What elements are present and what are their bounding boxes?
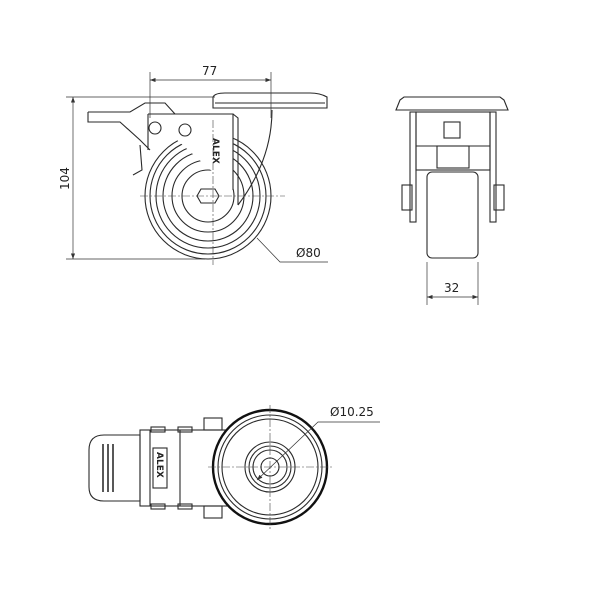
top-logo: ALEX <box>154 452 164 478</box>
side-fork: ALEX <box>87 92 328 206</box>
front-wheel <box>426 171 479 259</box>
top-view: ALEX Ø10.25 <box>88 405 380 530</box>
side-view: ALEX 77 104 Ø80 <box>58 64 328 265</box>
brake-lever <box>87 102 176 176</box>
dimension-wheel-width-label: 32 <box>444 281 459 295</box>
dimension-wheel-diameter-label: Ø80 <box>296 246 321 260</box>
front-view: 32 <box>395 96 509 305</box>
dimension-offset-label: 77 <box>202 64 217 78</box>
top-plate <box>212 92 328 109</box>
brake-pedal <box>88 434 141 502</box>
dimension-bolt-hole-label: Ø10.25 <box>330 405 374 419</box>
dimension-height-label: 104 <box>58 167 72 190</box>
side-logo: ALEX <box>210 138 220 164</box>
front-top-plate <box>395 96 509 111</box>
